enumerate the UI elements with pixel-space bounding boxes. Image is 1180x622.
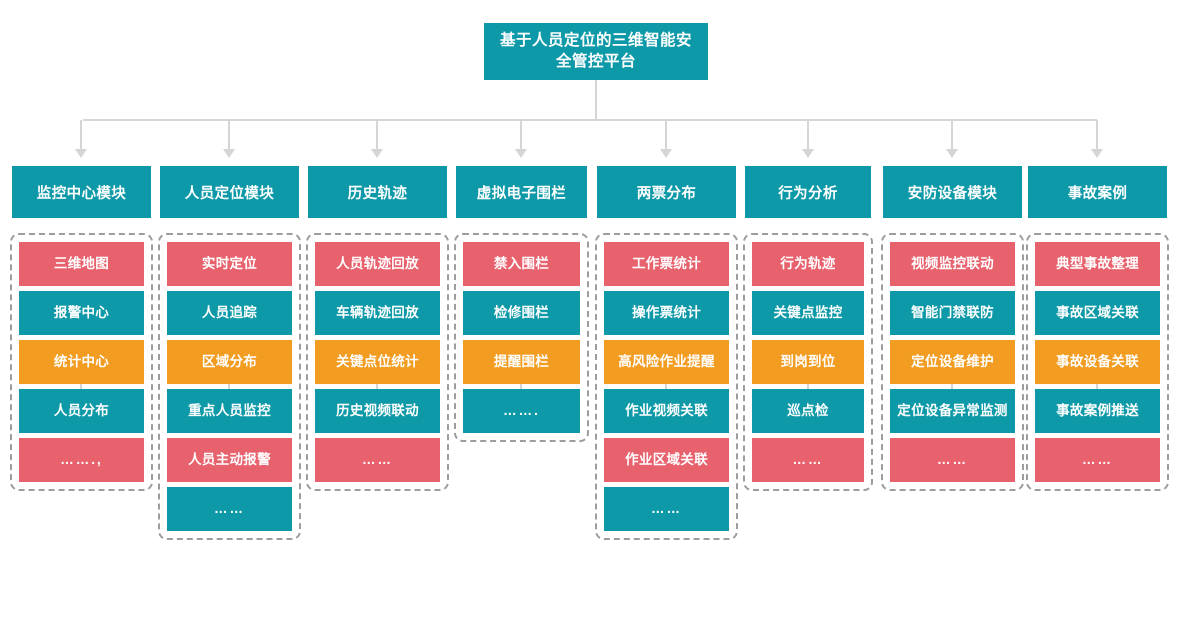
module-item[interactable]: 事故案例推送 — [1035, 389, 1160, 433]
module-item[interactable]: 行为轨迹 — [752, 242, 864, 286]
module-column-history-track: 历史轨迹人员轨迹回放车辆轨迹回放关键点位统计历史视频联动 …… — [306, 166, 449, 491]
module-group-security-device: 视频监控联动智能门禁联防定位设备维护定位设备异常监测 …… — [881, 233, 1024, 491]
module-item[interactable]: 禁入围栏 — [463, 242, 580, 286]
module-item[interactable]: 定位设备异常监测 — [890, 389, 1015, 433]
connector-drop-security-device — [951, 120, 953, 150]
module-item[interactable]: …… — [890, 438, 1015, 482]
module-column-monitor-center: 监控中心模块三维地图报警中心统计中心人员分布 ……., — [10, 166, 153, 491]
module-header-two-ticket-distribution[interactable]: 两票分布 — [597, 166, 736, 218]
platform-title-node: 基于人员定位的三维智能安全管控平台 — [484, 23, 708, 80]
connector-drop-two-ticket-distribution — [665, 120, 667, 150]
arrow-head-behavior-analysis — [802, 149, 814, 158]
module-group-personnel-positioning: 实时定位人员追踪区域分布重点人员监控人员主动报警 …… — [158, 233, 301, 540]
module-item[interactable]: 人员轨迹回放 — [315, 242, 440, 286]
module-column-behavior-analysis: 行为分析行为轨迹关键点监控到岗到位巡点检 …… — [743, 166, 873, 491]
module-item[interactable]: 关键点位统计 — [315, 340, 440, 384]
module-item[interactable]: 典型事故整理 — [1035, 242, 1160, 286]
module-group-monitor-center: 三维地图报警中心统计中心人员分布 ……., — [10, 233, 153, 491]
module-header-virtual-fence[interactable]: 虚拟电子围栏 — [456, 166, 587, 218]
arrow-head-virtual-fence — [515, 149, 527, 158]
module-item[interactable]: 区域分布 — [167, 340, 292, 384]
arrow-head-personnel-positioning — [223, 149, 235, 158]
module-column-accident-case: 事故案例典型事故整理事故区域关联事故设备关联事故案例推送 …… — [1026, 166, 1169, 491]
module-item[interactable]: 工作票统计 — [604, 242, 729, 286]
module-item[interactable]: 巡点检 — [752, 389, 864, 433]
module-group-virtual-fence: 禁入围栏检修围栏提醒围栏 ……. — [454, 233, 589, 442]
module-item[interactable]: ……. — [463, 389, 580, 433]
module-item[interactable]: …… — [167, 487, 292, 531]
connector-horizontal-bus — [83, 119, 1097, 121]
module-header-behavior-analysis[interactable]: 行为分析 — [745, 166, 871, 218]
connector-drop-behavior-analysis — [807, 120, 809, 150]
module-item[interactable]: 人员主动报警 — [167, 438, 292, 482]
module-item[interactable]: …… — [752, 438, 864, 482]
connector-drop-virtual-fence — [520, 120, 522, 150]
module-item[interactable]: 历史视频联动 — [315, 389, 440, 433]
module-item[interactable]: 到岗到位 — [752, 340, 864, 384]
module-item[interactable]: 智能门禁联防 — [890, 291, 1015, 335]
module-group-history-track: 人员轨迹回放车辆轨迹回放关键点位统计历史视频联动 …… — [306, 233, 449, 491]
module-item[interactable]: 统计中心 — [19, 340, 144, 384]
module-header-monitor-center[interactable]: 监控中心模块 — [12, 166, 151, 218]
connector-drop-history-track — [376, 120, 378, 150]
module-header-personnel-positioning[interactable]: 人员定位模块 — [160, 166, 299, 218]
arrow-head-security-device — [946, 149, 958, 158]
module-item[interactable]: 操作票统计 — [604, 291, 729, 335]
module-item[interactable]: 提醒围栏 — [463, 340, 580, 384]
module-group-two-ticket-distribution: 工作票统计操作票统计高风险作业提醒作业视频关联作业区域关联 …… — [595, 233, 738, 540]
module-item[interactable]: 作业视频关联 — [604, 389, 729, 433]
module-item[interactable]: 车辆轨迹回放 — [315, 291, 440, 335]
module-column-two-ticket-distribution: 两票分布工作票统计操作票统计高风险作业提醒作业视频关联作业区域关联 …… — [595, 166, 738, 540]
module-item[interactable]: 作业区域关联 — [604, 438, 729, 482]
module-item[interactable]: 检修围栏 — [463, 291, 580, 335]
connector-drop-personnel-positioning — [228, 120, 230, 150]
module-header-history-track[interactable]: 历史轨迹 — [308, 166, 447, 218]
arrow-head-monitor-center — [75, 149, 87, 158]
arrow-head-two-ticket-distribution — [660, 149, 672, 158]
module-item[interactable]: 人员追踪 — [167, 291, 292, 335]
module-column-virtual-fence: 虚拟电子围栏禁入围栏检修围栏提醒围栏 ……. — [454, 166, 589, 442]
module-group-behavior-analysis: 行为轨迹关键点监控到岗到位巡点检 …… — [743, 233, 873, 491]
module-item[interactable]: 人员分布 — [19, 389, 144, 433]
module-item[interactable]: 关键点监控 — [752, 291, 864, 335]
connector-drop-monitor-center — [80, 120, 82, 150]
module-item[interactable]: 重点人员监控 — [167, 389, 292, 433]
module-item[interactable]: …… — [315, 438, 440, 482]
arrow-head-history-track — [371, 149, 383, 158]
module-item[interactable]: 报警中心 — [19, 291, 144, 335]
module-item[interactable]: 高风险作业提醒 — [604, 340, 729, 384]
module-item[interactable]: 三维地图 — [19, 242, 144, 286]
module-column-personnel-positioning: 人员定位模块实时定位人员追踪区域分布重点人员监控人员主动报警 …… — [158, 166, 301, 540]
module-item[interactable]: 视频监控联动 — [890, 242, 1015, 286]
module-item[interactable]: 事故区域关联 — [1035, 291, 1160, 335]
connector-drop-accident-case — [1096, 120, 1098, 150]
module-item[interactable]: 实时定位 — [167, 242, 292, 286]
module-item[interactable]: ……., — [19, 438, 144, 482]
module-group-accident-case: 典型事故整理事故区域关联事故设备关联事故案例推送 …… — [1026, 233, 1169, 491]
module-item[interactable]: 事故设备关联 — [1035, 340, 1160, 384]
module-column-security-device: 安防设备模块视频监控联动智能门禁联防定位设备维护定位设备异常监测 …… — [881, 166, 1024, 491]
module-item[interactable]: …… — [1035, 438, 1160, 482]
module-item[interactable]: 定位设备维护 — [890, 340, 1015, 384]
module-item[interactable]: …… — [604, 487, 729, 531]
module-header-accident-case[interactable]: 事故案例 — [1028, 166, 1167, 218]
root-connector-vertical — [595, 80, 597, 120]
module-header-security-device[interactable]: 安防设备模块 — [883, 166, 1022, 218]
arrow-head-accident-case — [1091, 149, 1103, 158]
